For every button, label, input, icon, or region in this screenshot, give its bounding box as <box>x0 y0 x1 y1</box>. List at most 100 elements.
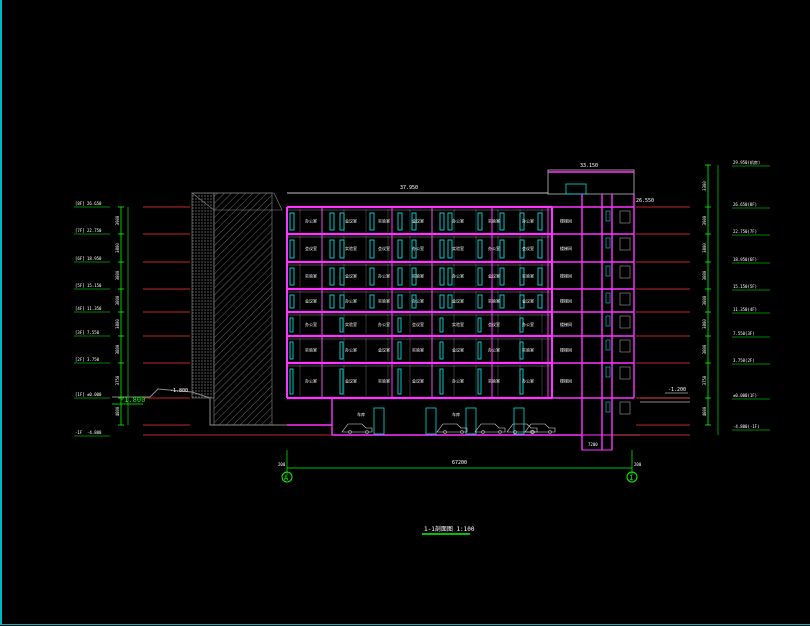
stair-room-label: 楼梯间 <box>560 298 572 304</box>
level-elevation: 22.750 <box>87 228 102 233</box>
stair-room-label: 楼梯间 <box>560 245 572 251</box>
room-label: 会议室 <box>378 245 390 251</box>
window-opening <box>339 317 344 333</box>
window-opening <box>499 294 505 309</box>
ground-marks: -1.800 -1.800 -1.200 <box>112 387 688 405</box>
window-opening <box>499 267 505 286</box>
window-opening <box>477 341 482 360</box>
garage-door <box>373 407 385 435</box>
window-opening <box>499 212 505 231</box>
drawing-caption: 1-1剖面图 1:100 <box>422 525 475 535</box>
window-opening <box>477 368 482 395</box>
window-opening <box>447 267 453 286</box>
window-opening <box>519 294 525 309</box>
stair-room-label: 楼梯间 <box>560 218 572 224</box>
right-ground-mark: -1.200 <box>668 387 686 393</box>
right-level-elevation: 22.750(7F) <box>733 229 757 234</box>
room-label: 会议室 <box>412 321 424 327</box>
left-ground-mark: -1.800 <box>120 396 145 404</box>
room-label: 会议室 <box>345 218 357 224</box>
axis-dim-right: 200 <box>634 462 642 467</box>
roof-top-label: 33.150 <box>580 163 598 169</box>
room-label: 办公室 <box>488 245 500 251</box>
stair-flight <box>619 401 631 415</box>
stair-room-label: 楼梯间 <box>560 378 572 384</box>
stair-window <box>605 401 611 413</box>
window-opening <box>447 212 453 231</box>
axis-dim-left: 200 <box>278 462 286 467</box>
stair-room-label: 楼梯间 <box>560 347 572 353</box>
dim-label: 4800 <box>702 406 707 416</box>
window-opening <box>339 294 345 309</box>
stair-window <box>605 210 611 222</box>
window-opening <box>339 267 345 286</box>
room-label: 实验室 <box>345 321 357 327</box>
room-label: 实验室 <box>305 347 317 353</box>
room-label: 实验室 <box>488 378 500 384</box>
car-body <box>474 423 506 433</box>
room-label: 办公室 <box>345 298 357 304</box>
room-label: 实验室 <box>412 347 424 353</box>
level-elevation: 3.750 <box>87 357 100 362</box>
window-opening <box>369 267 375 286</box>
window-opening <box>411 239 417 259</box>
room-label: 办公室 <box>452 218 464 224</box>
car <box>524 423 556 434</box>
window-opening <box>289 267 295 286</box>
overall-height-label: 37.950 <box>400 185 418 191</box>
dim-label: 3800 <box>702 295 707 305</box>
window-opening <box>519 317 524 333</box>
level-elevation: 15.150 <box>87 283 102 288</box>
window-opening <box>329 294 335 309</box>
level-tag: [4F] <box>75 306 85 311</box>
room-label: 会议室 <box>488 321 500 327</box>
window-opening <box>477 317 482 333</box>
window-opening <box>397 368 402 395</box>
level-tag: [1F] <box>75 392 85 397</box>
room-label: 实验室 <box>378 218 390 224</box>
car-wheel <box>481 430 485 434</box>
car <box>436 423 468 434</box>
dim-label: 3800 <box>702 270 707 280</box>
stair-dim: 7200 <box>588 442 598 447</box>
window-opening <box>339 368 344 395</box>
room-label: 办公室 <box>412 298 424 304</box>
window-opening <box>329 212 335 231</box>
room-label: 办公室 <box>452 378 464 384</box>
room-label: 实验室 <box>522 347 534 353</box>
left-hatched-block <box>191 192 283 426</box>
window-opening <box>519 267 525 286</box>
building-section: 办公室会议室实验室会议室办公室实验室办公室会议室实验室会议室办公室实验室办公室会… <box>286 169 635 451</box>
dim-label: 3800 <box>702 243 707 253</box>
room-label: 办公室 <box>488 347 500 353</box>
car-body <box>506 423 538 433</box>
car-wheel <box>443 430 447 434</box>
level-tag: [7F] <box>75 228 85 233</box>
dimension-chains: 3900380038003800380038003750480033003900… <box>115 164 719 435</box>
window-opening <box>447 294 453 309</box>
room-label: 会议室 <box>522 245 534 251</box>
room-label: 办公室 <box>522 378 534 384</box>
dim-label: 4800 <box>115 406 120 416</box>
room-label: 会议室 <box>345 273 357 279</box>
dim-label: 3800 <box>115 344 120 354</box>
right-level-elevation: -4.800(-1F) <box>733 424 760 429</box>
level-tag: [8F] <box>75 201 85 206</box>
machine-room <box>547 169 635 195</box>
window-opening <box>499 239 505 259</box>
level-elevation: 11.350 <box>87 306 102 311</box>
room-label: 会议室 <box>412 378 424 384</box>
axis-left-label: A <box>284 474 289 482</box>
stair-flight <box>619 265 631 279</box>
window-opening <box>289 341 294 360</box>
car-wheel <box>365 430 369 434</box>
window-opening <box>411 267 417 286</box>
room-label: 实验室 <box>378 378 390 384</box>
window-opening <box>537 239 543 259</box>
room-label: 办公室 <box>412 245 424 251</box>
window-opening <box>339 239 345 259</box>
car-body <box>524 423 556 433</box>
room-label: 办公室 <box>305 378 317 384</box>
